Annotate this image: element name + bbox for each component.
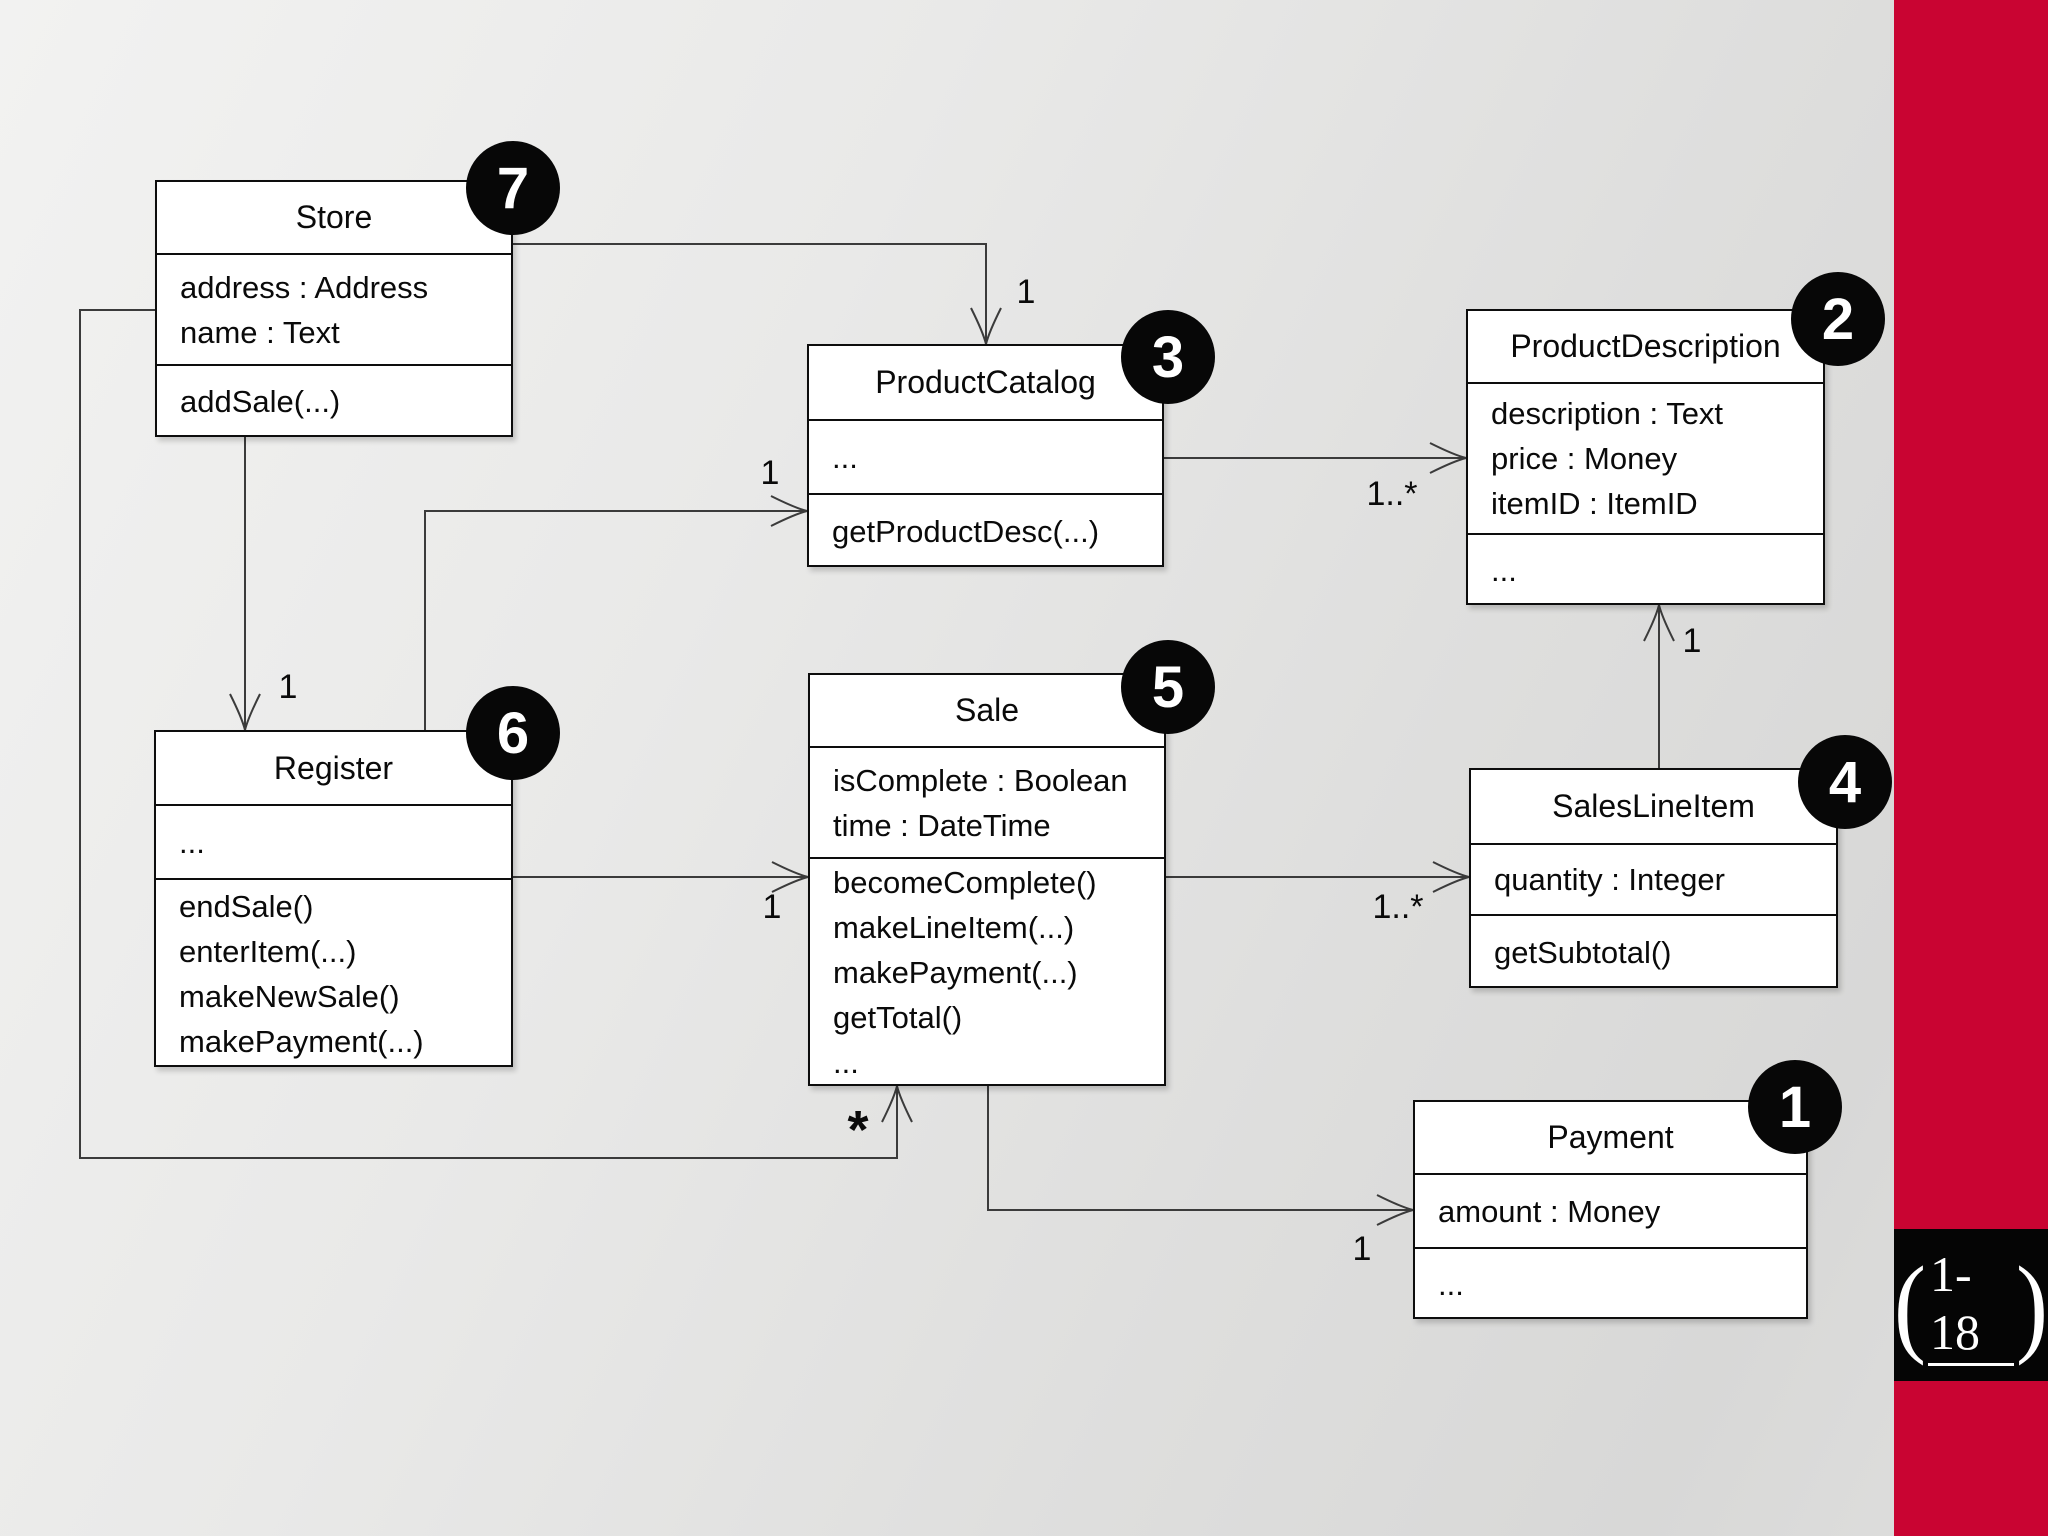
payment-attributes-section: amount : Money [1415, 1173, 1806, 1247]
number-badge-4: 4 [1798, 735, 1892, 829]
class-box-register: Register... endSale() enterItem(...) makeNe… [154, 730, 513, 1067]
attribute: time : DateTime [833, 807, 1051, 843]
payment-operations-section: ... [1415, 1247, 1806, 1319]
sales-line-item-attributes-section: quantity : Integer [1471, 843, 1836, 914]
operation: ... [1438, 1266, 1464, 1302]
class-box-sales-line-item: SalesLineItem quantity : Integer getSubtot… [1469, 768, 1838, 988]
association-store-register: 1 [229, 437, 298, 731]
class-box-payment: Payment amount : Money... [1413, 1100, 1808, 1319]
association-store-productcatalog: 1 [513, 243, 1036, 345]
class-box-sale: Sale isComplete : Boolean time : DateTime b… [808, 673, 1166, 1086]
association-line [424, 510, 807, 730]
operation: makePayment(...) [833, 955, 1078, 990]
class-title-register: Register [273, 749, 394, 786]
sales-line-item-operations-section: getSubtotal() [1471, 914, 1836, 988]
class-title-product-description: ProductDescription [1510, 328, 1781, 364]
class-title-sale: Sale [954, 692, 1020, 728]
operation: becomeComplete() [833, 865, 1097, 900]
association-register-productcatalog: 1 [424, 454, 808, 730]
operation: getSubtotal() [1494, 934, 1672, 970]
register-operations-section: endSale() enterItem(...) makeNewSale() make… [156, 878, 511, 1067]
class-box-product-catalog: ProductCatalog... getProductDesc(...) [807, 344, 1164, 567]
multiplicity-label: 1..* [1372, 888, 1423, 926]
number-badge-2: 2 [1791, 272, 1885, 366]
attribute: name : Text [180, 314, 340, 350]
multiplicity-label: 1..* [1366, 475, 1417, 513]
class-title-store: Store [295, 199, 373, 235]
number-badge-7: 7 [466, 141, 560, 235]
operation: makePayment(...) [179, 1023, 424, 1059]
operation: enterItem(...) [179, 933, 357, 969]
multiplicity-label: * [847, 1100, 868, 1160]
class-title-product-catalog: ProductCatalog [875, 364, 1096, 400]
open-arrowhead [1643, 604, 1675, 642]
class-title-sales-line-item: SalesLineItem [1552, 788, 1755, 824]
association-line [79, 309, 898, 1159]
association-register-sale: 1 [513, 861, 809, 926]
product-catalog-operations-section: getProductDesc(...) [809, 493, 1162, 567]
bracket-right-glyph: ) [2016, 1242, 2048, 1366]
multiplicity-label: 1 [1017, 273, 1036, 311]
multiplicity-label: 1 [1353, 1230, 1372, 1268]
association-store-sale: * [79, 309, 913, 1160]
number-badge-3: 3 [1121, 310, 1215, 404]
class-box-store: Store address : Address name : Text addSale… [155, 180, 513, 437]
operation: getProductDesc(...) [832, 513, 1100, 549]
class-title-payment: Payment [1547, 1119, 1674, 1155]
operation: makeNewSale() [179, 978, 400, 1014]
operation: makeLineItem(...) [833, 910, 1075, 945]
store-attributes-section: address : Address name : Text [157, 253, 511, 364]
attribute: description : Text [1491, 396, 1724, 431]
association-line [987, 1086, 1413, 1211]
multiplicity-label: 1 [763, 888, 782, 926]
attribute: itemID : ItemID [1491, 486, 1698, 521]
attribute: isComplete : Boolean [833, 762, 1128, 798]
sale-attributes-section: isComplete : Boolean time : DateTime [810, 746, 1164, 857]
open-arrowhead [881, 1085, 913, 1123]
number-badge-6: 6 [466, 686, 560, 780]
attribute: amount : Money [1438, 1193, 1661, 1229]
association-sale-payment: 1 [987, 1086, 1414, 1268]
product-description-attributes-section: description : Text price : Money itemID : … [1468, 382, 1823, 533]
association-sale-saleslineitem: 1..* [1166, 861, 1470, 926]
store-operations-section: addSale(...) [157, 364, 511, 437]
association-saleslineitem-productdescription: 1 [1643, 604, 1702, 768]
attribute: address : Address [180, 269, 429, 305]
sale-operations-section: becomeComplete() makeLineItem(...) makePay… [810, 857, 1164, 1086]
slide-number: 1-18 [1927, 1245, 2015, 1366]
attribute: ... [832, 439, 858, 475]
operation: ... [1491, 552, 1517, 588]
number-badge-1: 1 [1748, 1060, 1842, 1154]
attribute: price : Money [1491, 441, 1678, 476]
multiplicity-label: 1 [279, 668, 298, 706]
attribute: quantity : Integer [1494, 862, 1725, 897]
class-box-product-description: ProductDescription description : Text pric… [1466, 309, 1825, 605]
register-attributes-section: ... [156, 804, 511, 878]
multiplicity-label: 1 [761, 454, 780, 492]
association-productcatalog-productdescription: 1..* [1164, 442, 1467, 513]
multiplicity-label: 1 [1683, 622, 1702, 660]
bracket-left-glyph: ( [1894, 1242, 1926, 1366]
slide-number-box: ( 1-18 ) [1894, 1229, 2048, 1381]
operation: ... [833, 1045, 859, 1080]
operation: getTotal() [833, 1000, 963, 1035]
operation: addSale(...) [180, 384, 341, 419]
product-catalog-attributes-section: ... [809, 419, 1162, 493]
association-line [513, 243, 987, 344]
number-badge-5: 5 [1121, 640, 1215, 734]
product-description-operations-section: ... [1468, 533, 1823, 605]
attribute: ... [179, 824, 205, 860]
operation: endSale() [179, 888, 314, 924]
